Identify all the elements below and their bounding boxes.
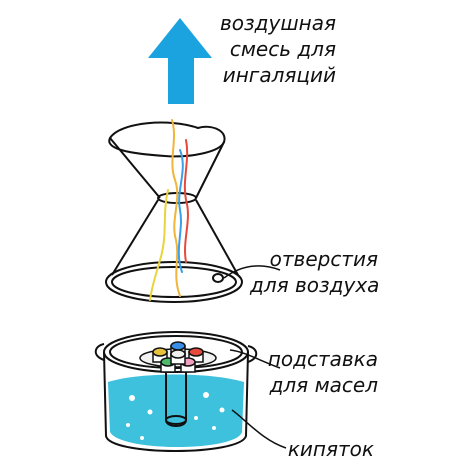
up-arrow-icon bbox=[148, 18, 212, 104]
air-holes-line-2: для воздуха bbox=[250, 273, 380, 297]
oil-bottle-cap bbox=[188, 347, 204, 357]
leader-lines bbox=[223, 265, 287, 449]
steam-fumes-icon bbox=[149, 119, 189, 301]
oil-bottle-cap bbox=[152, 347, 168, 357]
air-mixture-line-1: воздушная bbox=[220, 11, 336, 35]
oil-bottle-cap bbox=[170, 341, 186, 351]
oil-stand-line-1: подставка bbox=[267, 347, 378, 371]
air-holes-line-1: отверстия bbox=[269, 247, 378, 271]
air-mixture-line-3: ингаляций bbox=[222, 63, 336, 87]
air-mixture-line-2: смесь для bbox=[229, 37, 336, 61]
air-mixture-label: воздушная смесь для ингаляций bbox=[210, 10, 336, 88]
oil-stand-line-2: для масел bbox=[269, 373, 378, 397]
oil-bottles-icon bbox=[139, 341, 217, 373]
air-holes-label: отверстия для воздуха bbox=[250, 246, 380, 298]
pot-icon bbox=[94, 331, 258, 452]
oil-stand-label: подставка для масел bbox=[250, 346, 378, 398]
oil-bottle-cap bbox=[170, 349, 186, 359]
boiling-water-label: кипяток bbox=[287, 437, 374, 461]
